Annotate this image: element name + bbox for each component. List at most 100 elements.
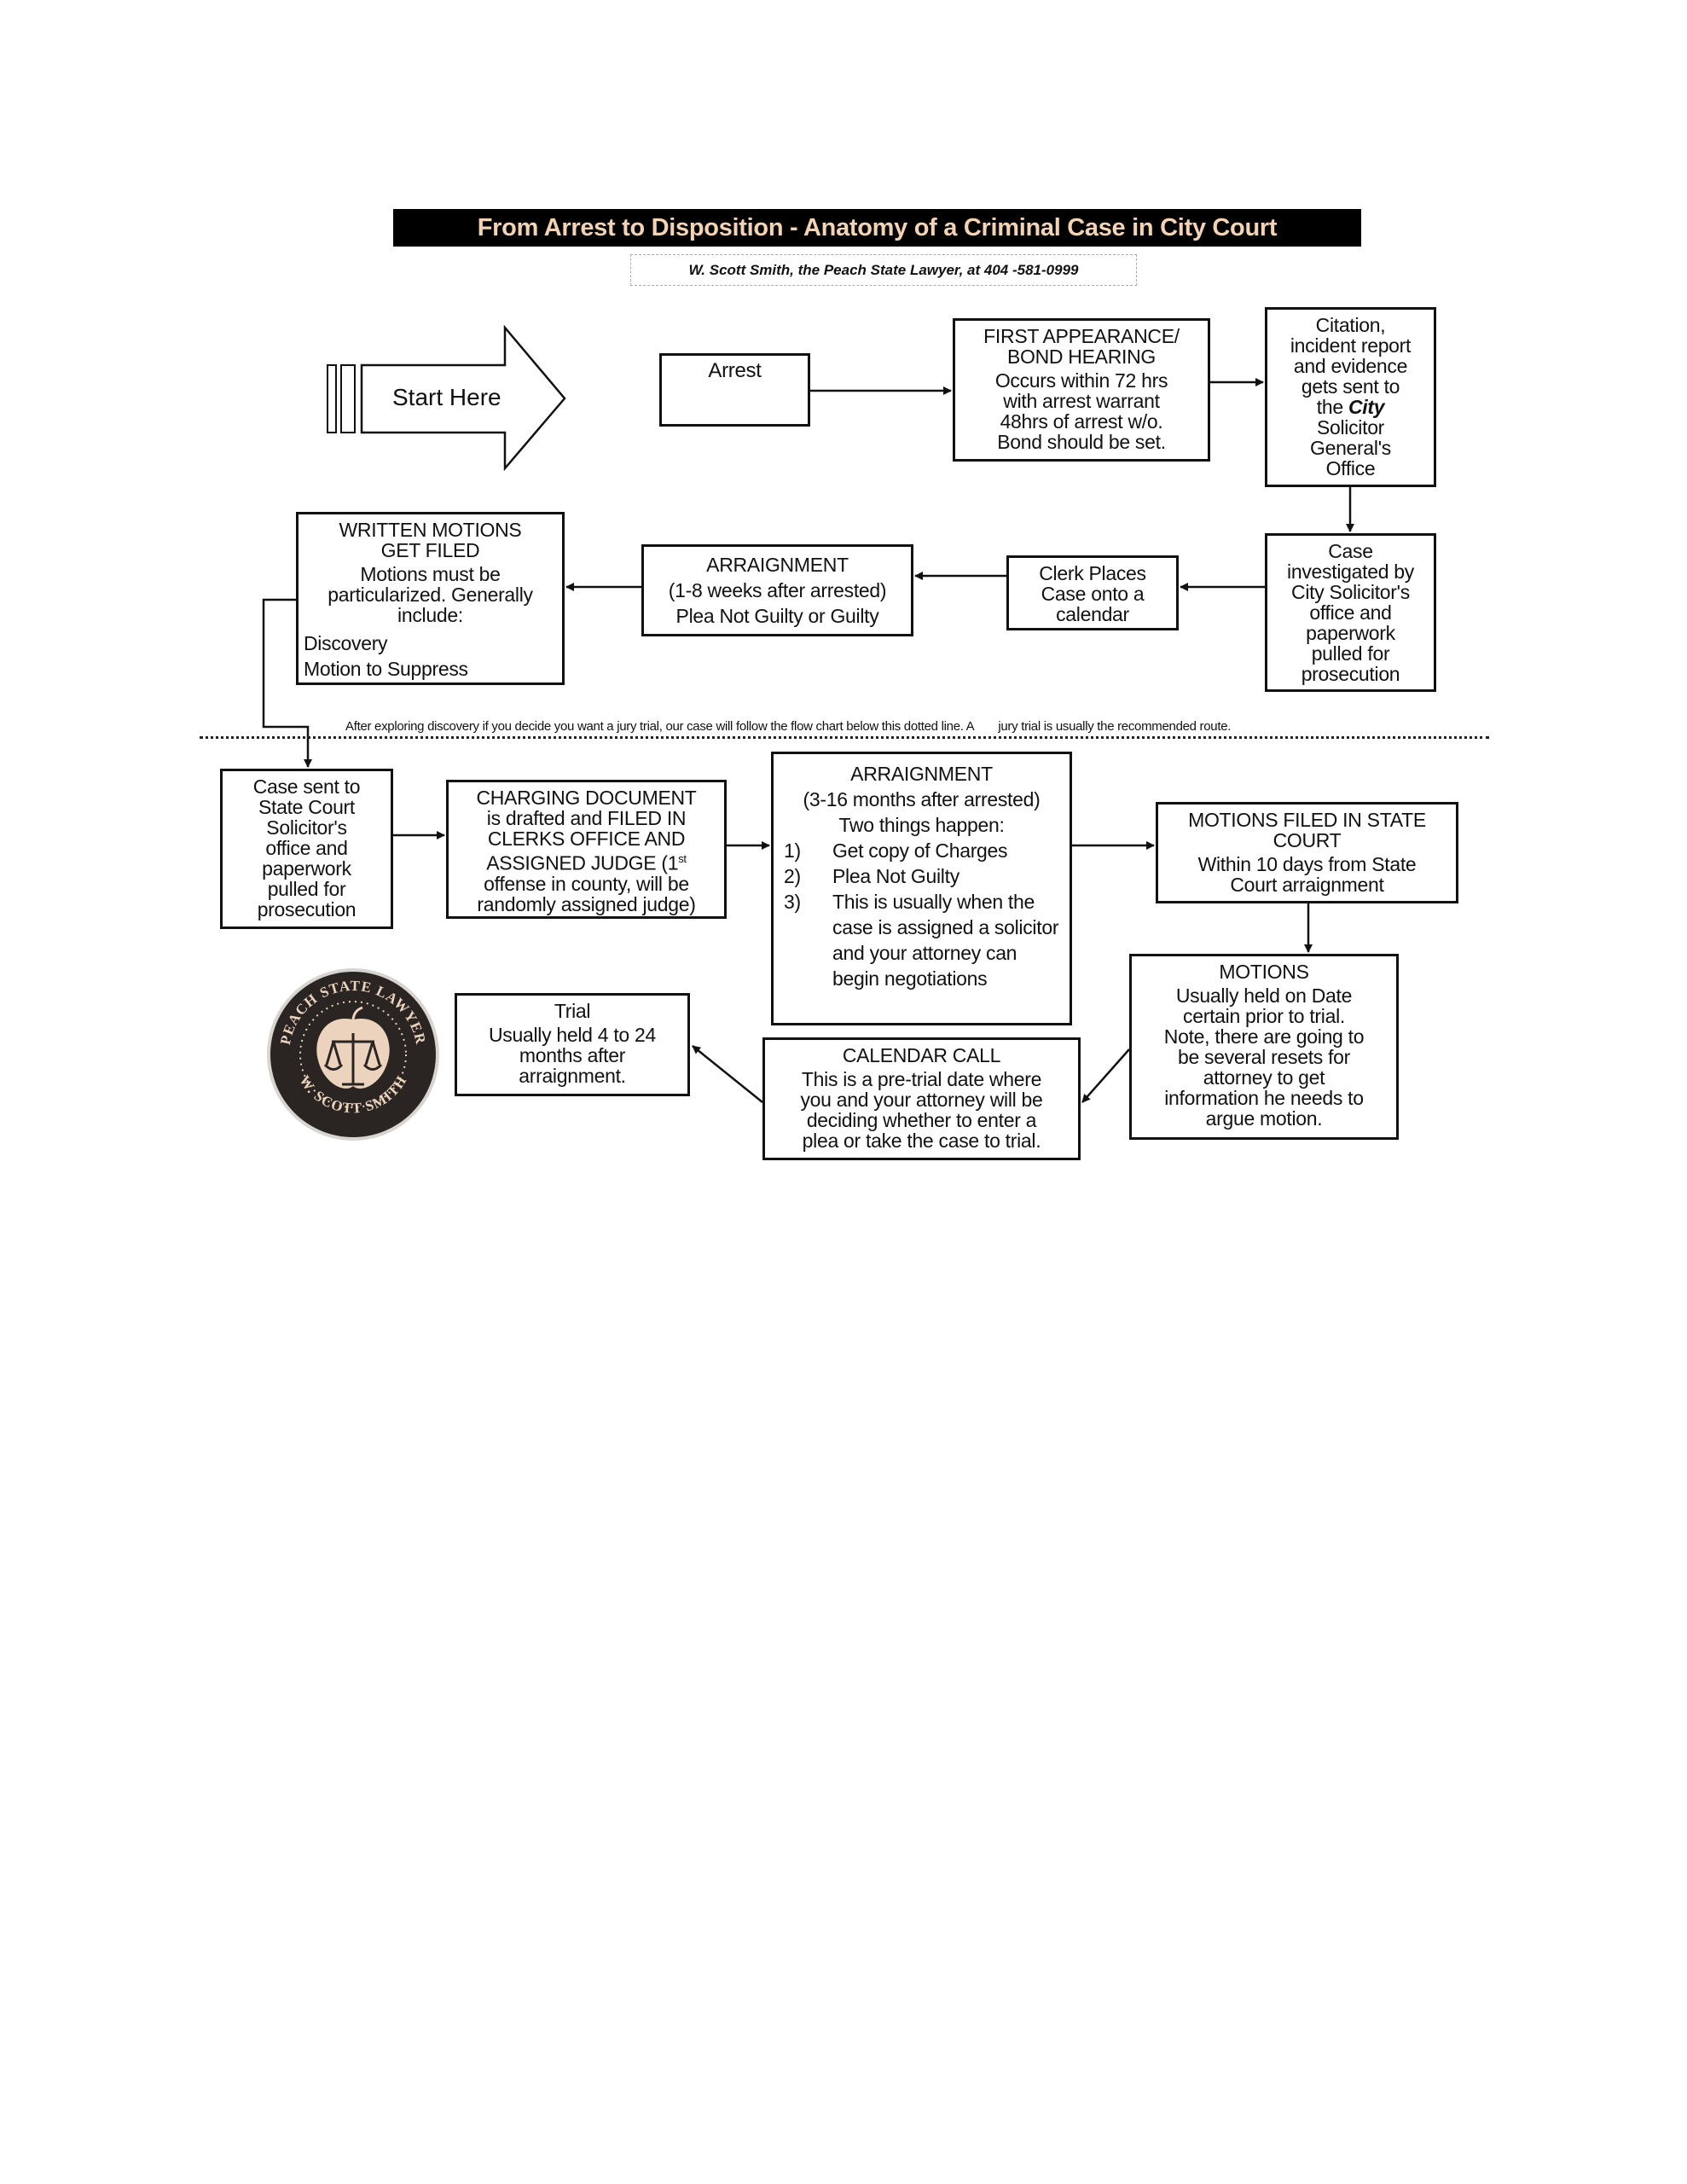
- box-text: the: [1316, 396, 1348, 418]
- box-text: investigated by: [1287, 561, 1414, 583]
- motions-filed-box: MOTIONS FILED IN STATE COURT Within 10 d…: [1156, 802, 1458, 903]
- box-text: include:: [397, 604, 463, 626]
- box-text: Occurs within 72 hrs: [994, 369, 1168, 392]
- box-text: Solicitor: [1316, 416, 1385, 439]
- arrow-motions-to-calendar: [1081, 1048, 1130, 1103]
- item-number: 3): [784, 891, 801, 913]
- box-text: certain prior to trial.: [1183, 1005, 1345, 1027]
- list-item: Discovery: [304, 632, 388, 654]
- start-arrow-icon: [327, 324, 566, 472]
- list-item: 2) Plea Not Guilty: [784, 863, 1059, 889]
- note-text: jury trial is usually the recommended ro…: [998, 719, 1232, 734]
- box-text: deciding whether to enter a: [806, 1109, 1037, 1131]
- box-heading: CHARGING DOCUMENT: [476, 787, 697, 809]
- charging-document-box: CHARGING DOCUMENT is drafted and FILED I…: [446, 780, 727, 919]
- page-title: From Arrest to Disposition - Anatomy of …: [393, 209, 1361, 247]
- box-text: attorney to get: [1203, 1066, 1325, 1089]
- box-text: randomly assigned judge): [477, 892, 696, 915]
- box-text: Motions must be: [360, 563, 501, 585]
- box-text: Case onto a: [1041, 583, 1145, 605]
- box-text: Plea Not Guilty or Guilty: [675, 605, 879, 627]
- item-text: This is usually when the case is assigne…: [832, 891, 1059, 990]
- first-appearance-box: FIRST APPEARANCE/ BOND HEARING Occurs wi…: [953, 318, 1210, 462]
- box-text: Note, there are going to: [1163, 1025, 1365, 1048]
- box-heading: BOND HEARING: [1006, 346, 1157, 368]
- box-text: Office: [1325, 457, 1376, 479]
- box-text: 48hrs of arrest w/o.: [1000, 410, 1163, 433]
- case-sent-box: Case sent to State Court Solicitor's off…: [220, 769, 393, 929]
- box-text: prosecution: [257, 898, 357, 921]
- box-text: (3-16 months after arrested): [803, 788, 1041, 810]
- citation-box: Citation, incident report and evidence g…: [1265, 307, 1436, 487]
- box-text: office and: [265, 837, 348, 859]
- box-text: and evidence: [1293, 355, 1408, 377]
- box-text: Two things happen:: [838, 814, 1005, 836]
- box-text: particularized. Generally: [328, 584, 533, 606]
- arrest-box: Arrest: [659, 353, 810, 427]
- box-text: you and your attorney will be: [800, 1089, 1043, 1111]
- list-item: 3) This is usually when the case is assig…: [784, 889, 1059, 991]
- box-text: with arrest warrant: [1003, 390, 1160, 412]
- arraignment-state-box: ARRAIGNMENT (3-16 months after arrested)…: [771, 752, 1072, 1025]
- box-text: prosecution: [1301, 663, 1400, 685]
- note-text: After exploring discovery if you decide …: [345, 719, 975, 734]
- item-number: 2): [784, 865, 801, 887]
- box-text: office and: [1309, 601, 1392, 624]
- box-text: ASSIGNED JUDGE (1: [486, 851, 679, 874]
- box-heading: Trial: [554, 1000, 591, 1022]
- box-text: paperwork: [262, 857, 351, 880]
- box-text: Usually held 4 to 24: [488, 1024, 656, 1046]
- box-text: information he needs to: [1164, 1087, 1364, 1109]
- case-investigated-box: Case investigated by City Solicitor's of…: [1265, 533, 1436, 692]
- item-number: 1): [784, 839, 801, 862]
- dotted-divider: [200, 736, 1489, 739]
- arraignment-city-box: ARRAIGNMENT (1-8 weeks after arrested) P…: [641, 544, 913, 636]
- box-text: CLERKS OFFICE AND: [487, 828, 686, 850]
- box-heading: FIRST APPEARANCE/: [983, 325, 1180, 347]
- box-text: is drafted and FILED IN: [486, 807, 687, 829]
- city-emphasis: City: [1348, 396, 1385, 418]
- box-text: Usually held on Date: [1175, 985, 1353, 1007]
- box-text: (1-8 weeks after arrested): [668, 579, 887, 601]
- written-motions-box: WRITTEN MOTIONS GET FILED Motions must b…: [296, 512, 565, 685]
- box-heading: ARRAIGNMENT: [706, 554, 849, 576]
- box-text: months after: [519, 1044, 626, 1066]
- jury-trial-note: After exploring discovery if you decide …: [345, 719, 1255, 734]
- box-heading: MOTIONS: [1219, 961, 1309, 983]
- trial-box: Trial Usually held 4 to 24 months after …: [455, 993, 690, 1096]
- peach-state-lawyer-seal-logo: PEACH STATE LAWYER W. SCOTT SMITH: [267, 968, 439, 1141]
- list-item: Motion to Suppress: [304, 658, 468, 680]
- box-text: Court arraignment: [1230, 874, 1384, 896]
- box-text: gets sent to: [1301, 375, 1400, 398]
- box-text: be several resets for: [1177, 1046, 1351, 1068]
- box-text: plea or take the case to trial.: [802, 1130, 1041, 1152]
- calendar-call-box: CALENDAR CALL This is a pre-trial date w…: [762, 1037, 1081, 1160]
- box-text: Citation,: [1315, 314, 1386, 336]
- box-text: pulled for: [1311, 642, 1390, 665]
- box-heading: CALENDAR CALL: [842, 1044, 1001, 1066]
- box-text: offense in county, will be: [484, 872, 689, 895]
- box-text: Case sent to: [252, 775, 361, 798]
- list-item: 1)Get copy of Charges: [784, 838, 1059, 863]
- subtitle-contact: W. Scott Smith, the Peach State Lawyer, …: [630, 254, 1137, 286]
- superscript: st: [678, 852, 687, 865]
- box-heading: WRITTEN MOTIONS: [339, 519, 522, 541]
- box-text: paperwork: [1306, 622, 1395, 644]
- arrow-written-motions-to-state: [262, 598, 312, 768]
- box-text: pulled for: [267, 878, 346, 900]
- box-text: Case: [1328, 540, 1373, 562]
- arrow-calendar-to-trial: [692, 1045, 763, 1103]
- box-text: General's: [1309, 437, 1392, 459]
- box-heading: COURT: [1272, 829, 1342, 851]
- box-text: incident report: [1290, 334, 1412, 357]
- box-text: arraignment.: [519, 1065, 626, 1087]
- box-text: Clerk Places: [1039, 562, 1146, 584]
- box-heading: ARRAIGNMENT: [850, 763, 993, 785]
- box-text: Bond should be set.: [997, 431, 1166, 453]
- box-heading: GET FILED: [380, 539, 480, 561]
- box-text: calendar: [1056, 603, 1129, 625]
- box-text: City Solicitor's: [1291, 581, 1410, 603]
- item-text: Plea Not Guilty: [832, 865, 959, 887]
- box-text: This is a pre-trial date where: [801, 1068, 1042, 1090]
